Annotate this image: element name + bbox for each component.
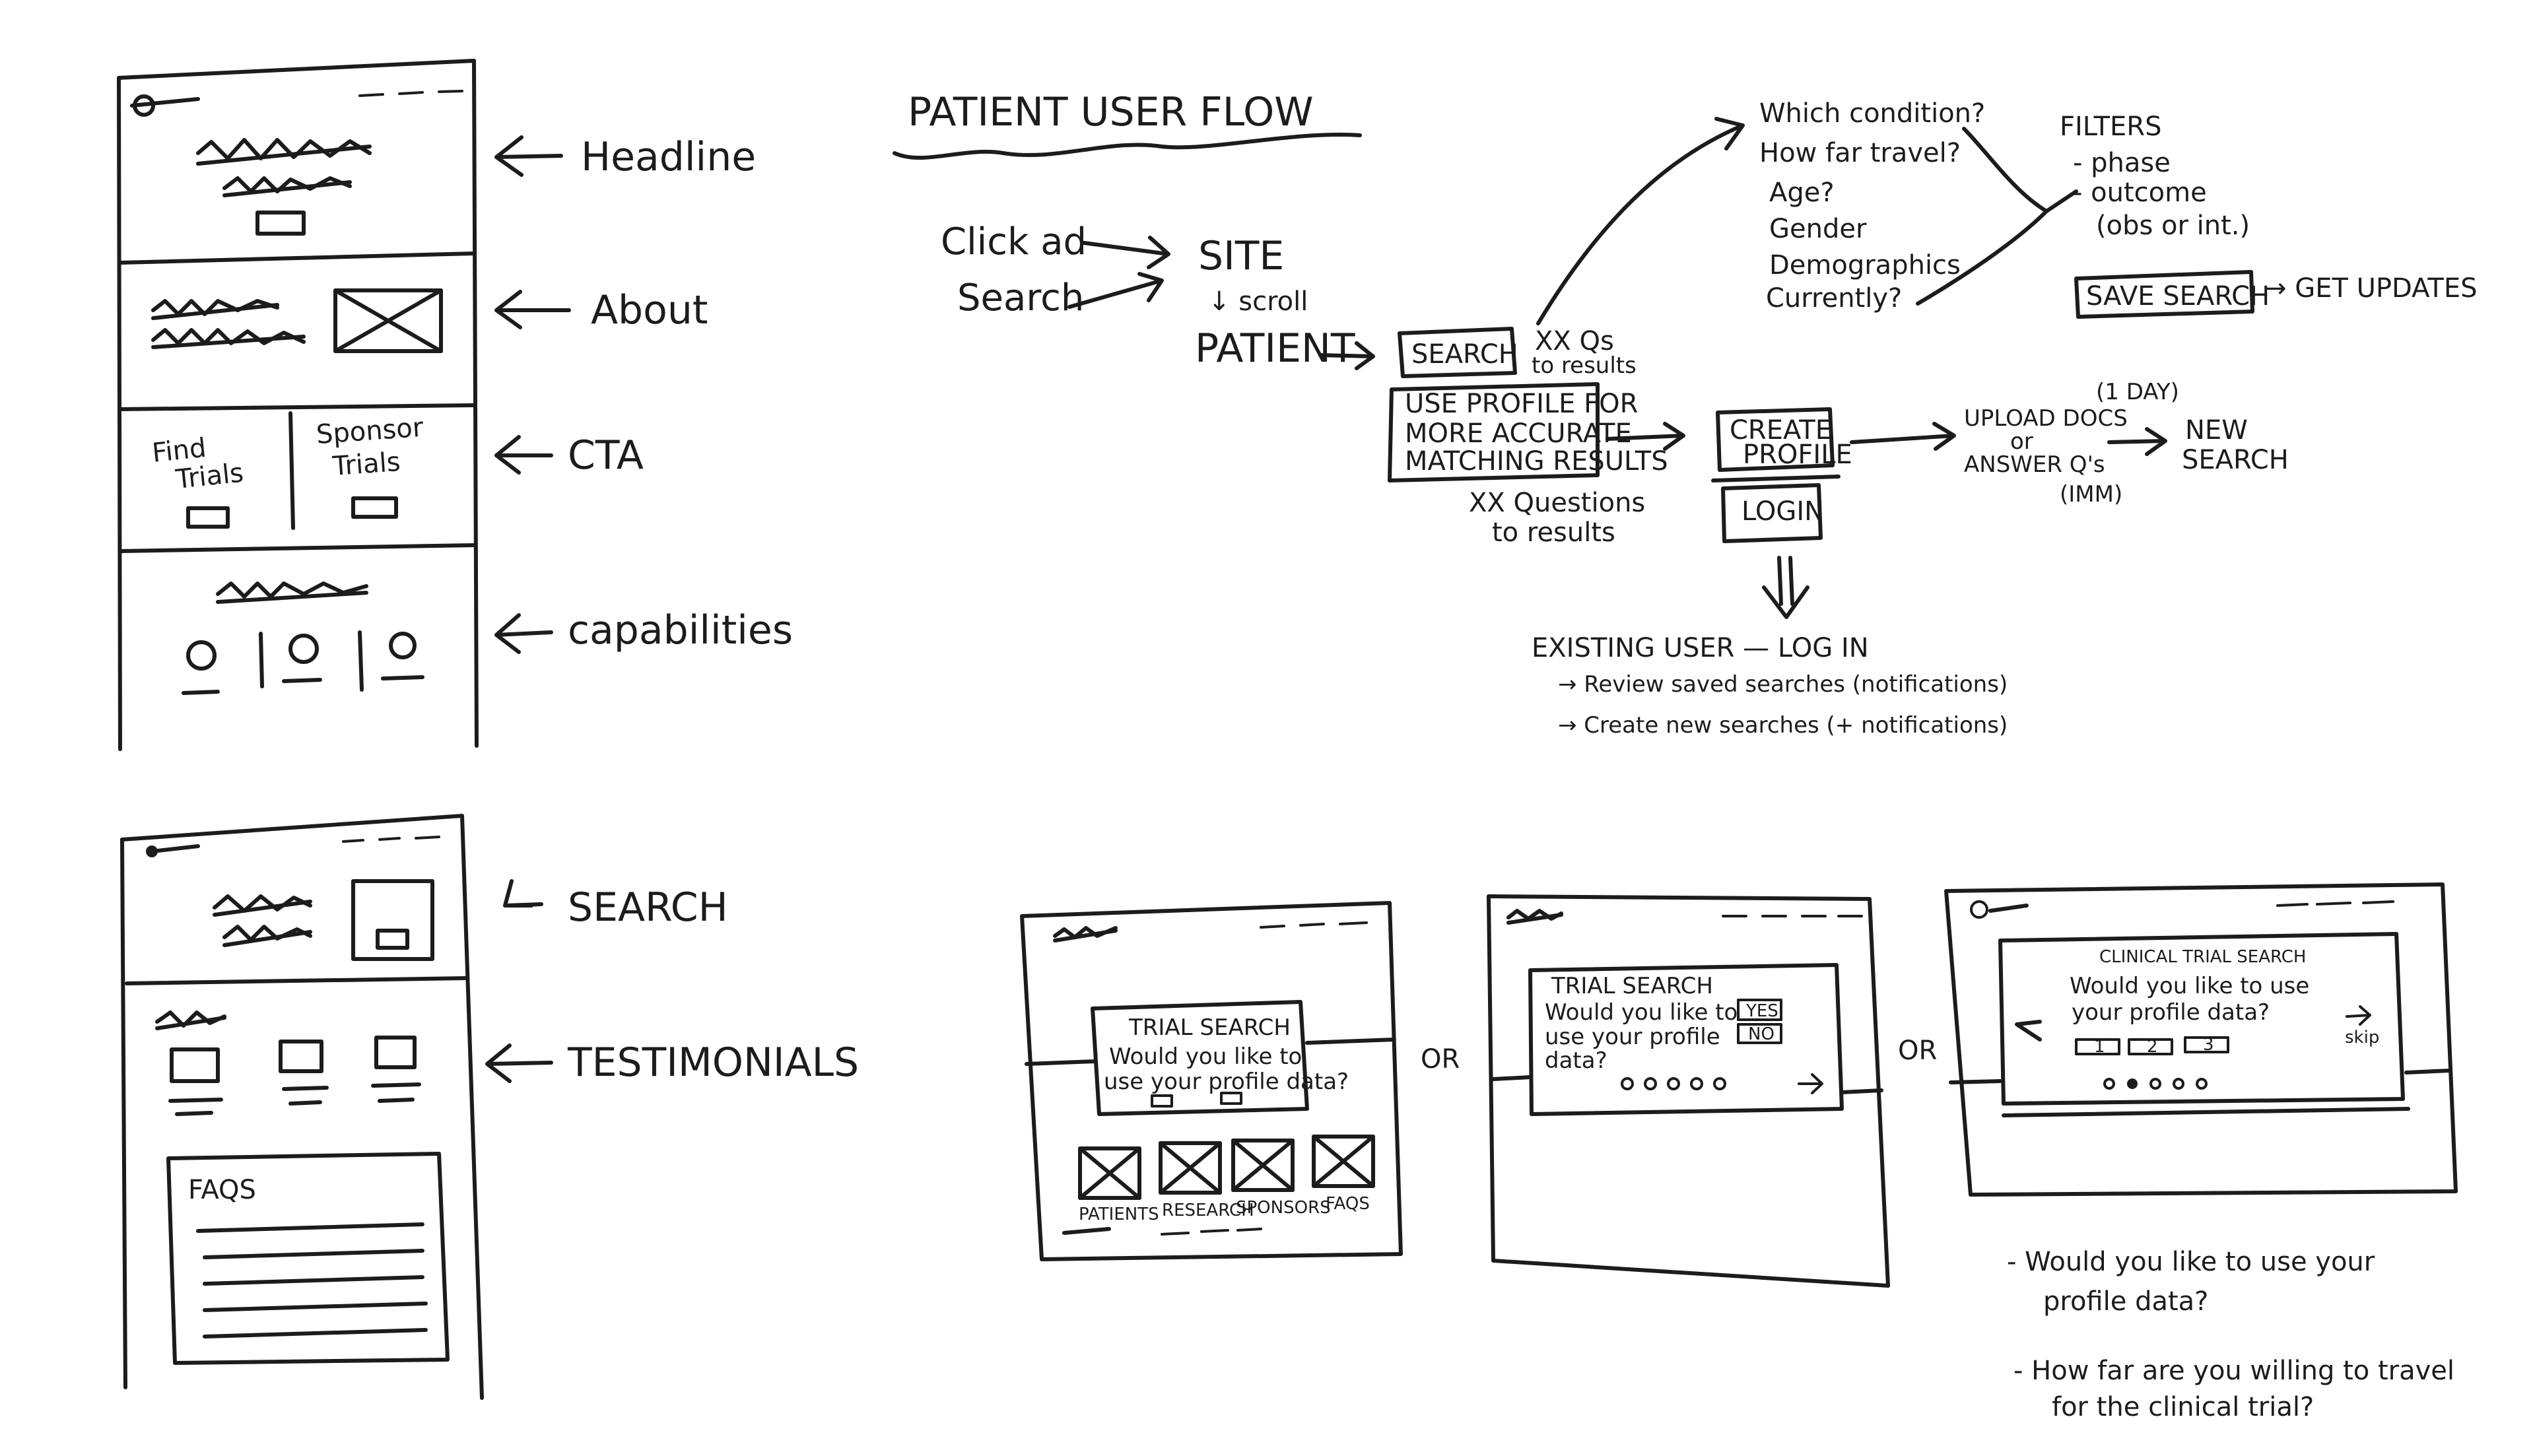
search-label: SEARCH [568, 884, 728, 931]
cta-find-label-2: Trials [174, 457, 245, 495]
cta-sponsor-label-2: Trials [331, 447, 401, 482]
v3-title: CLINICAL TRIAL SEARCH [2099, 947, 2306, 967]
v3-skip: skip [2345, 1028, 2379, 1047]
v1-tile-research: RESEARCH [1162, 1201, 1254, 1220]
xx-questions-text: XX Questions [1469, 488, 1645, 518]
existing-review: → Review saved searches (notifications) [1558, 671, 2008, 698]
click-ad-text: Click ad [941, 220, 1087, 263]
headline-label: Headline [581, 134, 756, 180]
home-annotations: Headline About CTA capabilities [494, 134, 793, 654]
new-search-line-2: SEARCH [2182, 445, 2289, 475]
variant-3-wireframe: CLINICAL TRIAL SEARCH Would you like to … [1944, 882, 2458, 1197]
v3-option-2: 2 [2147, 1037, 2158, 1057]
create-profile-line-1: CREATE [1730, 415, 1832, 446]
xx-qs-text: XX Qs [1535, 326, 1614, 356]
upload-line-1: UPLOAD DOCS [1964, 405, 2128, 432]
home-wireframe: Find Trials Sponsor Trials [117, 59, 479, 751]
day-text: (1 DAY) [2096, 379, 2179, 405]
cta-label: CTA [568, 432, 644, 479]
new-search-line-1: NEW [2185, 415, 2248, 446]
filters-title: FILTERS [2060, 112, 2161, 142]
question-travel: How far travel? [1759, 138, 1961, 168]
v2-question-3: data? [1545, 1047, 1607, 1074]
notes: - Would you like to use your profile dat… [2007, 1247, 2454, 1422]
question-age: Age? [1769, 178, 1835, 208]
v1-question-2: use your profile data? [1104, 1069, 1349, 1095]
v3-question-1: Would you like to use [2070, 973, 2309, 999]
variant-1-wireframe: TRIAL SEARCH Would you like to use your … [1020, 901, 1403, 1261]
question-demographics: Demographics [1769, 250, 1961, 281]
xx-questions-sub: to results [1492, 517, 1615, 548]
note-2-line-2: for the clinical trial? [2052, 1392, 2314, 1422]
v3-option-3: 3 [2203, 1035, 2214, 1055]
patient-text: PATIENT [1195, 325, 1355, 372]
v1-tile-faqs: FAQS [1326, 1194, 1370, 1214]
v1-tiles [1078, 1135, 1375, 1200]
capabilities-label: capabilities [568, 607, 793, 653]
flow-title: PATIENT USER FLOW [908, 89, 1314, 135]
or-text-1: OR [1421, 1044, 1460, 1075]
use-profile-line-3: MATCHING RESULTS [1405, 446, 1668, 477]
search-entry-text: Search [957, 277, 1084, 319]
search-box-text: SEARCH [1411, 339, 1518, 370]
save-search-text: SAVE SEARCH [2086, 281, 2270, 312]
use-profile-line-1: USE PROFILE FOR [1405, 389, 1638, 419]
login-box-text: LOGIN [1741, 496, 1824, 527]
question-condition: Which condition? [1759, 98, 1985, 129]
faqs-heading: FAQS [188, 1175, 256, 1205]
or-text-2: OR [1898, 1036, 1937, 1066]
v2-no: NO [1748, 1024, 1774, 1044]
variant-2-wireframe: TRIAL SEARCH Would you like to use your … [1487, 894, 1890, 1288]
question-currently: Currently? [1766, 283, 1902, 314]
scroll-text: ↓ scroll [1208, 286, 1308, 317]
note-1-line-1: - Would you like to use your [2007, 1247, 2375, 1277]
search-annotations: SEARCH TESTIMONIALS [485, 879, 859, 1086]
note-1-line-2: profile data? [2043, 1286, 2208, 1317]
upload-line-3: ANSWER Q's [1964, 451, 2105, 478]
v3-question-2: your profile data? [2072, 999, 2270, 1026]
v2-question-2: use your profile [1545, 1024, 1720, 1050]
v1-tile-sponsors: SPONSORS [1236, 1198, 1331, 1218]
xx-qs-sub: to results [1532, 352, 1637, 379]
get-updates-text: → GET UPDATES [2264, 273, 2478, 304]
v2-yes: YES [1745, 1001, 1778, 1021]
user-flow: PATIENT USER FLOW Click ad Search SITE ↓… [893, 89, 2478, 739]
use-profile-line-2: MORE ACCURATE [1405, 418, 1632, 449]
filter-obs: (obs or int.) [2096, 211, 2250, 241]
note-2-line-1: - How far are you willing to travel [2013, 1356, 2454, 1386]
search-wireframe: FAQS [120, 814, 484, 1400]
v1-tile-patients: PATIENTS [1079, 1205, 1159, 1224]
about-label: About [591, 287, 708, 333]
v2-title: TRIAL SEARCH [1551, 973, 1713, 999]
imm-text: (IMM) [2060, 481, 2122, 508]
cta-find-label-1: Find [151, 433, 207, 469]
existing-user-text: EXISTING USER — LOG IN [1532, 633, 1869, 663]
v2-question-1: Would you like to [1545, 999, 1738, 1026]
upload-line-2: or [2010, 428, 2033, 455]
testimonials-label: TESTIMONIALS [567, 1040, 859, 1086]
cta-sponsor-label-1: Sponsor [315, 413, 424, 450]
filter-phase: - phase [2073, 148, 2171, 178]
v3-option-1: 1 [2094, 1037, 2105, 1057]
existing-create: → Create new searches (+ notifications) [1558, 712, 2008, 739]
v1-question-1: Would you like to [1109, 1043, 1302, 1070]
filter-outcome: - outcome [2073, 178, 2207, 208]
v1-title: TRIAL SEARCH [1128, 1014, 1291, 1041]
create-profile-line-2: PROFILE [1743, 440, 1852, 470]
question-gender: Gender [1769, 214, 1867, 244]
site-text: SITE [1198, 233, 1284, 279]
